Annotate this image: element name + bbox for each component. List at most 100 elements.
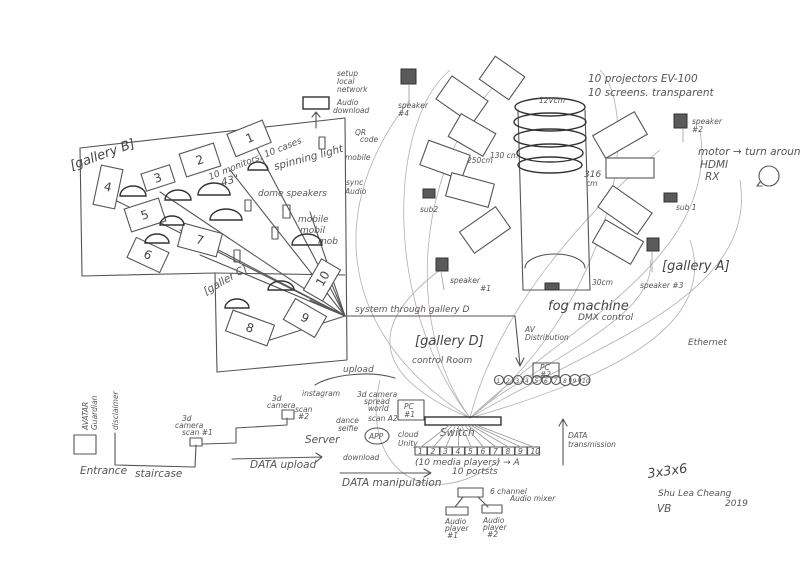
switch-box bbox=[424, 416, 502, 426]
media-player-number: 3 bbox=[443, 447, 448, 456]
gallery-c-label: [galler C] bbox=[202, 263, 250, 298]
download-label: download bbox=[343, 453, 380, 462]
pc2-output-circle bbox=[578, 373, 591, 387]
sync-label: Audio bbox=[344, 187, 367, 196]
data-transmission-label: transmission bbox=[568, 440, 616, 449]
staircase-label: staircase bbox=[135, 468, 182, 480]
gallery-d-label: [gallery D] bbox=[415, 334, 484, 349]
sub2-label: sub2 bbox=[420, 205, 438, 214]
audio-player-2-label: #2 bbox=[487, 530, 498, 539]
signature-name: Shu Lea Cheang bbox=[658, 489, 732, 499]
dance-label: dance bbox=[336, 416, 359, 425]
media-player-number: 4 bbox=[456, 447, 461, 456]
ethernet-label: Ethernet bbox=[688, 338, 727, 348]
audio-player-1-label: #1 bbox=[447, 531, 458, 540]
media-player-number: 8 bbox=[506, 447, 511, 456]
speaker-2-label: speaker bbox=[692, 117, 723, 126]
pc2-output-number: 1 bbox=[497, 378, 501, 385]
pc1-label: PC bbox=[404, 402, 415, 411]
motor-label: motor → turn around bbox=[698, 146, 800, 158]
dim-130-label: 130 cm bbox=[490, 151, 518, 160]
disclaimer-label: disclaimer bbox=[111, 390, 120, 430]
network-setup-label: local bbox=[337, 77, 355, 86]
speaker-4-label: #4 bbox=[398, 109, 409, 118]
pc2-output-number: 6 bbox=[544, 378, 548, 385]
mobile-phones bbox=[233, 136, 326, 263]
pc2-output-number: 7 bbox=[554, 378, 558, 385]
rx-label: RX bbox=[705, 171, 720, 183]
dmx-label: DMX control bbox=[578, 313, 634, 323]
speakers bbox=[400, 68, 688, 291]
data-transmission-label: DATA bbox=[568, 431, 587, 440]
screen-number: 8 bbox=[244, 320, 256, 336]
cam-spread-label: 3d camera bbox=[357, 390, 398, 399]
cam2-label: 3d bbox=[272, 394, 282, 403]
screen-number: 4 bbox=[103, 179, 113, 194]
screen-number: 10 bbox=[313, 268, 333, 288]
audio-mixer-box bbox=[457, 487, 484, 498]
cam-spread-label: spread bbox=[364, 397, 390, 406]
scan2-label: scan A2 bbox=[368, 414, 398, 423]
screen-number: 2 bbox=[194, 152, 206, 168]
data-upload-label: DATA upload bbox=[250, 459, 317, 471]
qr-label: QR bbox=[355, 128, 366, 137]
base-label: 30cm bbox=[592, 278, 613, 287]
fog-cylinder bbox=[513, 97, 591, 291]
media-player-number: 9 bbox=[518, 447, 523, 456]
pc2-label: #2 bbox=[540, 370, 551, 379]
control-room-label: control Room bbox=[412, 356, 473, 366]
mixer-label: 6 channel bbox=[490, 487, 528, 496]
dance-label: selfie bbox=[338, 424, 358, 433]
screen-number: 3 bbox=[152, 170, 164, 186]
unity-label: Unity bbox=[398, 439, 418, 448]
rotate-icon bbox=[756, 165, 780, 187]
cam1-label: 3d bbox=[182, 414, 192, 423]
media-player-number: 5 bbox=[468, 447, 473, 456]
media-players-label: (10 media players) → A bbox=[415, 458, 520, 468]
speaker-3-label: speaker #3 bbox=[640, 281, 684, 290]
sub1-label: sub 1 bbox=[676, 203, 697, 212]
pc2-output-number: 8 bbox=[563, 378, 567, 385]
app-label: APP bbox=[368, 432, 384, 441]
screen-number: 5 bbox=[139, 207, 151, 223]
avatar-guardian-box bbox=[73, 434, 97, 455]
height-label: 316 bbox=[584, 170, 601, 180]
mobile-step-label: mobile bbox=[345, 153, 371, 162]
pc2-output-number: 10 bbox=[582, 378, 590, 385]
entrance-label: Entrance bbox=[80, 465, 127, 477]
cam2-label: #2 bbox=[298, 412, 309, 421]
speaker-4-label: speaker bbox=[398, 101, 429, 110]
signature-year: 2019 bbox=[725, 499, 748, 509]
pc2-output-number: 9 bbox=[573, 378, 577, 385]
monitor-size-label: 43" bbox=[220, 173, 241, 189]
camera-2 bbox=[281, 409, 295, 420]
media-player-number: 10 bbox=[531, 447, 541, 456]
cam2-label: camera bbox=[267, 401, 296, 410]
pc1-label: #1 bbox=[404, 410, 415, 419]
speaker-2-label: #2 bbox=[692, 125, 703, 134]
pc1-box bbox=[397, 399, 425, 421]
screen-number: 7 bbox=[194, 232, 205, 248]
pc2-output-number: 2 bbox=[506, 378, 510, 385]
pc2-label: PC bbox=[540, 363, 551, 372]
media-player-number: 1 bbox=[418, 447, 423, 456]
router-box bbox=[302, 96, 330, 110]
fog-machine-label: fog machine bbox=[548, 299, 629, 314]
camera-1 bbox=[189, 437, 203, 447]
avatar-label: AVATAR bbox=[81, 402, 90, 431]
dome-speakers-label: dome speakers bbox=[258, 189, 327, 199]
app-circle bbox=[364, 427, 390, 445]
speaker-1-label: #1 bbox=[480, 284, 491, 293]
data-manipulation-arrow bbox=[339, 468, 432, 478]
instagram-label: instagram bbox=[302, 389, 340, 398]
mixer-label: Audio mixer bbox=[509, 494, 556, 503]
screens-label: 10 screens. transparent bbox=[588, 87, 715, 99]
audio-player-2-label: player bbox=[482, 523, 507, 532]
upload-label: upload bbox=[343, 365, 374, 375]
pc2-box bbox=[532, 362, 560, 378]
av-label: AV bbox=[524, 325, 536, 334]
pc2-output-circle bbox=[568, 373, 582, 387]
